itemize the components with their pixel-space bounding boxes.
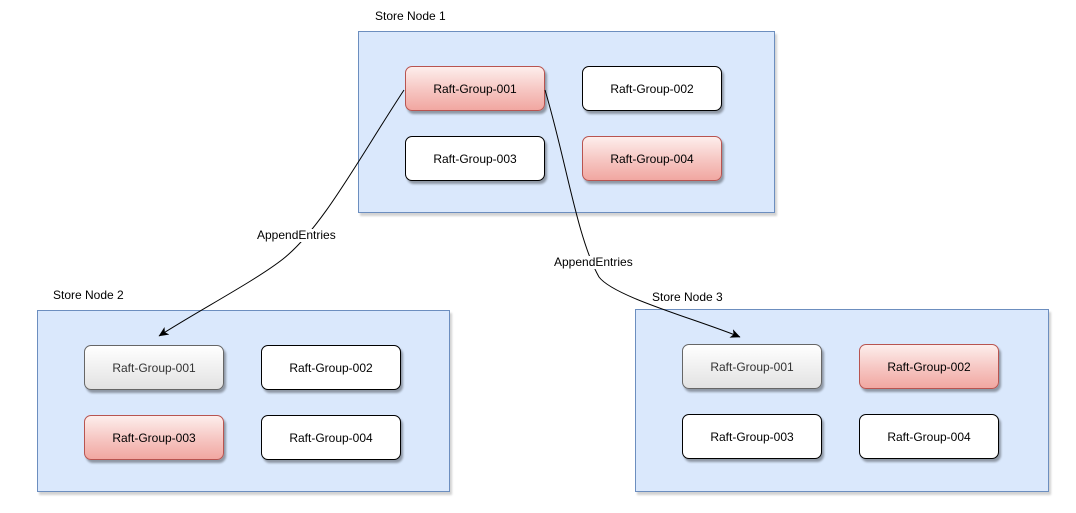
raft-group-box: Raft-Group-003 xyxy=(84,415,224,460)
raft-group-label: Raft-Group-003 xyxy=(710,429,794,444)
raft-group-label: Raft-Group-003 xyxy=(433,151,517,166)
raft-group-box: Raft-Group-001 xyxy=(84,345,224,390)
raft-group-label: Raft-Group-001 xyxy=(112,360,196,375)
raft-group-label: Raft-Group-001 xyxy=(710,359,794,374)
raft-group-box: Raft-Group-002 xyxy=(859,344,999,389)
raft-group-label: Raft-Group-004 xyxy=(610,151,694,166)
raft-group-box: Raft-Group-004 xyxy=(582,136,722,181)
raft-group-box: Raft-Group-004 xyxy=(859,414,999,459)
append-entries-label-1: AppendEntries xyxy=(256,228,337,242)
raft-group-label: Raft-Group-004 xyxy=(887,429,971,444)
raft-group-label: Raft-Group-002 xyxy=(887,359,971,374)
raft-group-label: Raft-Group-002 xyxy=(610,81,694,96)
store-node-2-title: Store Node 2 xyxy=(53,288,124,302)
raft-group-label: Raft-Group-004 xyxy=(289,430,373,445)
store-node-1-title: Store Node 1 xyxy=(375,9,446,23)
raft-group-box: Raft-Group-001 xyxy=(682,344,822,389)
raft-group-box: Raft-Group-002 xyxy=(582,66,722,111)
raft-group-box: Raft-Group-003 xyxy=(405,136,545,181)
append-entries-label-2: AppendEntries xyxy=(553,255,634,269)
raft-group-box: Raft-Group-002 xyxy=(261,345,401,390)
store-node-2: Raft-Group-001 Raft-Group-002 Raft-Group… xyxy=(37,310,450,492)
raft-group-box: Raft-Group-001 xyxy=(405,66,545,111)
store-node-3-title: Store Node 3 xyxy=(652,290,723,304)
raft-group-label: Raft-Group-002 xyxy=(289,360,373,375)
raft-group-box: Raft-Group-003 xyxy=(682,414,822,459)
store-node-3: Raft-Group-001 Raft-Group-002 Raft-Group… xyxy=(635,309,1049,492)
raft-group-label: Raft-Group-001 xyxy=(433,81,517,96)
raft-group-box: Raft-Group-004 xyxy=(261,415,401,460)
raft-group-label: Raft-Group-003 xyxy=(112,430,196,445)
store-node-1: Raft-Group-001 Raft-Group-002 Raft-Group… xyxy=(358,31,775,213)
